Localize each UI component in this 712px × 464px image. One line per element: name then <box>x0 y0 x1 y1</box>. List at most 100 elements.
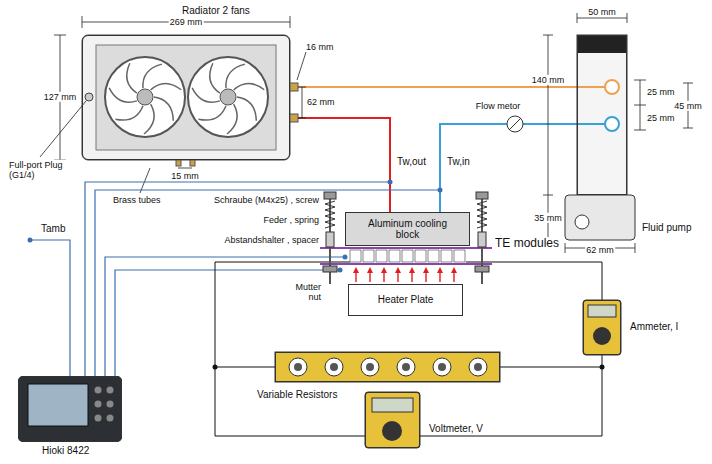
resistor-bank: Variable Resistors <box>275 352 500 382</box>
resistor-knob <box>366 363 374 371</box>
screw-assembly <box>326 232 334 247</box>
wire-junction <box>600 365 605 370</box>
resistor-knob <box>294 363 302 371</box>
te-cell <box>389 250 400 262</box>
radiator <box>105 57 185 137</box>
part-label: Abstandshalter , spacer <box>223 235 320 245</box>
radiator <box>137 89 153 105</box>
sensor-dot <box>388 180 393 185</box>
heat-arrow <box>409 267 415 273</box>
resistor-knob <box>433 358 451 376</box>
part-label: Feder , spring <box>262 215 320 225</box>
resistor-knob <box>361 358 379 376</box>
logger-button <box>95 387 114 422</box>
resistor-knob <box>289 358 307 376</box>
fluid-pump <box>577 123 605 125</box>
dimension-label: 15 mm <box>170 171 200 181</box>
fluid-pump <box>577 35 627 53</box>
resistor-knob <box>402 363 410 371</box>
node-label: Fluid pump <box>641 222 692 234</box>
dimension-label: 16 mm <box>305 42 335 52</box>
resistor-bank <box>275 352 500 382</box>
dimension-line <box>178 168 192 169</box>
flow-meter <box>507 116 523 132</box>
radiator: Radiator 2 fans <box>82 35 290 160</box>
sensor-dot <box>338 268 343 273</box>
dimension-line <box>543 35 553 240</box>
te-cell <box>350 250 361 262</box>
logger-button <box>95 401 102 408</box>
dimension-label: 45 mm <box>673 101 703 111</box>
fan-blade <box>210 63 220 93</box>
sensor-wire <box>30 240 70 376</box>
sensor-dot <box>343 255 348 260</box>
dimension-line <box>40 101 86 157</box>
radiator <box>176 160 181 166</box>
dimension-line <box>82 16 290 28</box>
node-label: Aluminum cooling block <box>363 217 453 242</box>
electric-wire <box>466 262 602 300</box>
part-label: Full-port Plug (G1/4) <box>8 160 76 181</box>
dimension-line <box>140 168 150 193</box>
data-logger <box>18 376 122 442</box>
node-label: Ammeter, I <box>629 321 679 333</box>
resistor-knob <box>325 358 343 376</box>
logger-button <box>107 387 114 394</box>
radiator <box>82 35 298 166</box>
logger-button <box>107 401 114 408</box>
te-cell <box>415 250 426 262</box>
screw-assembly <box>478 232 486 247</box>
node-label: Hioki 8422 <box>41 445 90 457</box>
dimension-label: 35 mm <box>533 213 563 223</box>
dimension-line <box>298 87 306 118</box>
te-cell <box>454 250 465 262</box>
multimeter <box>588 305 616 317</box>
fan-blade <box>234 83 265 90</box>
dimension-label: 25 mm <box>646 87 676 97</box>
electric-wire <box>500 355 602 367</box>
data-logger <box>28 384 88 426</box>
resistor-knob <box>330 363 338 371</box>
wire-junction <box>213 365 218 370</box>
resistor-knob <box>289 358 487 376</box>
heat-arrow <box>353 267 359 273</box>
resistor-knob <box>397 358 415 376</box>
dimension-label: 269 mm <box>169 17 204 27</box>
ammeter: Ammeter, I <box>583 300 621 355</box>
fan-blade <box>198 106 226 120</box>
dimension-label: 25 mm <box>646 113 676 123</box>
te-cell <box>376 250 387 262</box>
screw-assembly <box>323 192 489 284</box>
screw-assembly <box>477 201 487 228</box>
node-label: Voltmeter, V <box>428 423 484 435</box>
node-label: Variable Resistors <box>256 389 338 401</box>
heat-arrow <box>381 267 387 273</box>
coolant-pipe <box>440 124 577 212</box>
part-label: Brass tubes <box>112 195 162 205</box>
fluid-pump <box>577 35 627 195</box>
te-module-stack <box>320 248 492 264</box>
fluid-pump <box>575 215 589 229</box>
heat-arrow <box>451 267 457 273</box>
multimeter <box>593 327 611 345</box>
sensor-dot <box>28 238 33 243</box>
dimension-line <box>297 52 306 80</box>
te-cell <box>441 250 452 262</box>
electric-wire <box>215 262 602 436</box>
multimeter <box>372 398 413 412</box>
fan-blade <box>151 83 182 90</box>
resistor-knob <box>469 358 487 376</box>
fluid-pump <box>577 86 605 88</box>
sensor-dot <box>438 188 443 193</box>
fan-blade <box>115 106 143 120</box>
te-cell <box>350 250 465 262</box>
fluid-pump <box>605 117 619 131</box>
logger-button <box>107 415 114 422</box>
logger-button <box>95 387 102 394</box>
resistor-knob <box>438 363 446 371</box>
dimension-line <box>634 80 646 130</box>
cooling-block: Aluminum cooling block <box>345 212 470 246</box>
voltmeter: Voltmeter, V <box>365 392 420 448</box>
radiator <box>96 45 276 150</box>
heat-arrow <box>423 267 429 273</box>
